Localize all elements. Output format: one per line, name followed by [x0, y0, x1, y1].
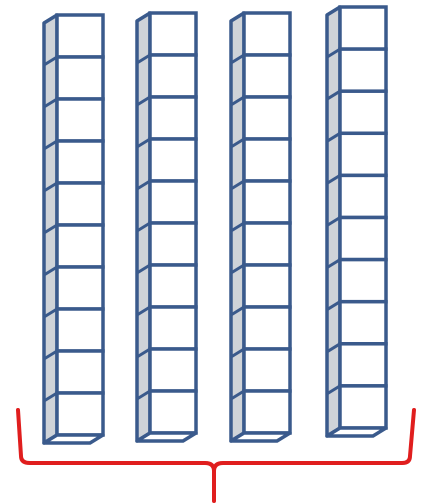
unit-cube — [244, 55, 290, 97]
unit-cube — [244, 265, 290, 307]
unit-cube — [244, 307, 290, 349]
unit-cube — [340, 260, 386, 302]
unit-cube — [340, 49, 386, 91]
unit-cube — [57, 141, 103, 183]
unit-cube — [244, 181, 290, 223]
unit-cube — [150, 265, 196, 307]
unit-cube — [244, 391, 290, 433]
unit-cube — [150, 55, 196, 97]
unit-cube — [340, 175, 386, 217]
unit-cube — [57, 267, 103, 309]
unit-cube — [57, 309, 103, 351]
rod-4 — [327, 7, 386, 436]
rods-group — [44, 7, 386, 443]
unit-cube — [150, 391, 196, 433]
unit-cube — [57, 225, 103, 267]
unit-cube — [340, 133, 386, 175]
unit-cube — [340, 7, 386, 49]
unit-cube — [340, 302, 386, 344]
unit-cube — [150, 181, 196, 223]
unit-cube — [150, 139, 196, 181]
unit-cube — [150, 13, 196, 55]
unit-cube — [57, 15, 103, 57]
unit-cube — [57, 351, 103, 393]
rod-bottom-face — [327, 428, 386, 436]
unit-cube — [340, 344, 386, 386]
unit-cube — [244, 97, 290, 139]
rod-3 — [231, 13, 290, 441]
rod-2 — [137, 13, 196, 441]
unit-cube — [244, 349, 290, 391]
rod-bottom-face — [231, 433, 290, 441]
unit-cube — [57, 183, 103, 225]
unit-cube — [244, 13, 290, 55]
unit-cube — [57, 57, 103, 99]
unit-cube — [340, 218, 386, 260]
rod-1 — [44, 15, 103, 443]
rod-bottom-face — [44, 435, 103, 443]
unit-cube — [150, 97, 196, 139]
unit-cube — [340, 91, 386, 133]
unit-cube — [150, 349, 196, 391]
unit-cube — [244, 223, 290, 265]
unit-cube — [57, 393, 103, 435]
unit-cube — [150, 307, 196, 349]
rod-bottom-face — [137, 433, 196, 441]
unit-cube — [57, 99, 103, 141]
unit-cube — [244, 139, 290, 181]
unit-cube — [340, 386, 386, 428]
unit-cube — [150, 223, 196, 265]
